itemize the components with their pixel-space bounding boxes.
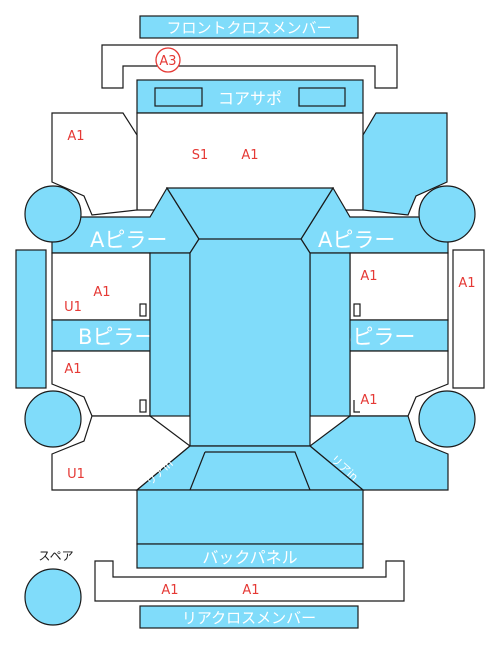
- rear-cross-member[interactable]: [139, 605, 359, 629]
- a-pillar-left-label: Aピラー: [90, 228, 167, 252]
- right-front-door[interactable]: [349, 252, 449, 321]
- damage-code-left-rear-quarter: U1: [67, 467, 85, 482]
- damage-code-left-front-door-u: U1: [64, 300, 82, 315]
- b-pillar-left-label: Bピラー: [78, 325, 155, 349]
- front-left-fender[interactable]: [51, 112, 138, 216]
- wheel-front-right[interactable]: [418, 185, 476, 243]
- a-pillar-right-label: Aピラー: [318, 228, 395, 252]
- wheel-front-left[interactable]: [24, 185, 82, 243]
- damage-code-front-member: A3: [159, 54, 176, 69]
- front-member-bracket: [101, 44, 398, 89]
- front-right-fender[interactable]: [362, 112, 448, 216]
- rear-cross-member-label: リアクロスメンバー: [182, 609, 316, 627]
- damage-code-hood-a: A1: [241, 148, 258, 163]
- core-support-left-light: [154, 87, 203, 107]
- front-cross-member-label: フロントクロスメンバー: [166, 19, 331, 37]
- damage-code-front-left-fender: A1: [67, 129, 84, 144]
- inner-side-member-left[interactable]: [149, 252, 191, 417]
- core-support-label: コアサポ: [218, 89, 282, 108]
- damage-code-rear-member-left: A1: [161, 583, 178, 598]
- spare-tire[interactable]: [24, 568, 82, 626]
- wheel-rear-right[interactable]: [418, 390, 476, 448]
- b-pillar-right-label: Bピラー: [338, 325, 415, 349]
- damage-marker-circle: [155, 47, 181, 73]
- damage-code-right-side-panel: A1: [458, 276, 475, 291]
- back-panel[interactable]: [136, 489, 364, 545]
- left-side-panel[interactable]: [15, 249, 47, 389]
- back-panel-label: バックパネル: [202, 548, 297, 567]
- right-front-door-handle: [353, 303, 361, 317]
- damage-code-left-front-door-a: A1: [93, 285, 110, 300]
- damage-code-hood-s: S1: [192, 148, 209, 163]
- damage-code-right-front-door: A1: [360, 269, 377, 284]
- rear-floor-inner: [189, 451, 311, 491]
- right-rear-quarter[interactable]: [309, 415, 449, 491]
- rear-member-bracket: [94, 560, 405, 602]
- right-rear-door-handle: [353, 400, 360, 413]
- roof-panel[interactable]: [165, 187, 335, 447]
- inner-side-member-right[interactable]: [309, 252, 351, 417]
- front-cross-member[interactable]: [139, 15, 359, 39]
- damage-code-right-rear-door: A1: [360, 393, 377, 408]
- damage-code-left-rear-door: A1: [64, 362, 81, 377]
- left-front-door-handle: [139, 303, 147, 317]
- back-panel-lower[interactable]: [136, 543, 364, 569]
- left-rear-door-handle: [139, 399, 147, 413]
- core-support-right-light: [298, 87, 346, 107]
- damage-code-rear-member-right: A1: [242, 583, 259, 598]
- left-rear-quarter[interactable]: [51, 415, 191, 491]
- spare-label: スペア: [38, 549, 73, 563]
- wheel-rear-left[interactable]: [24, 390, 82, 448]
- right-side-panel[interactable]: [452, 249, 485, 389]
